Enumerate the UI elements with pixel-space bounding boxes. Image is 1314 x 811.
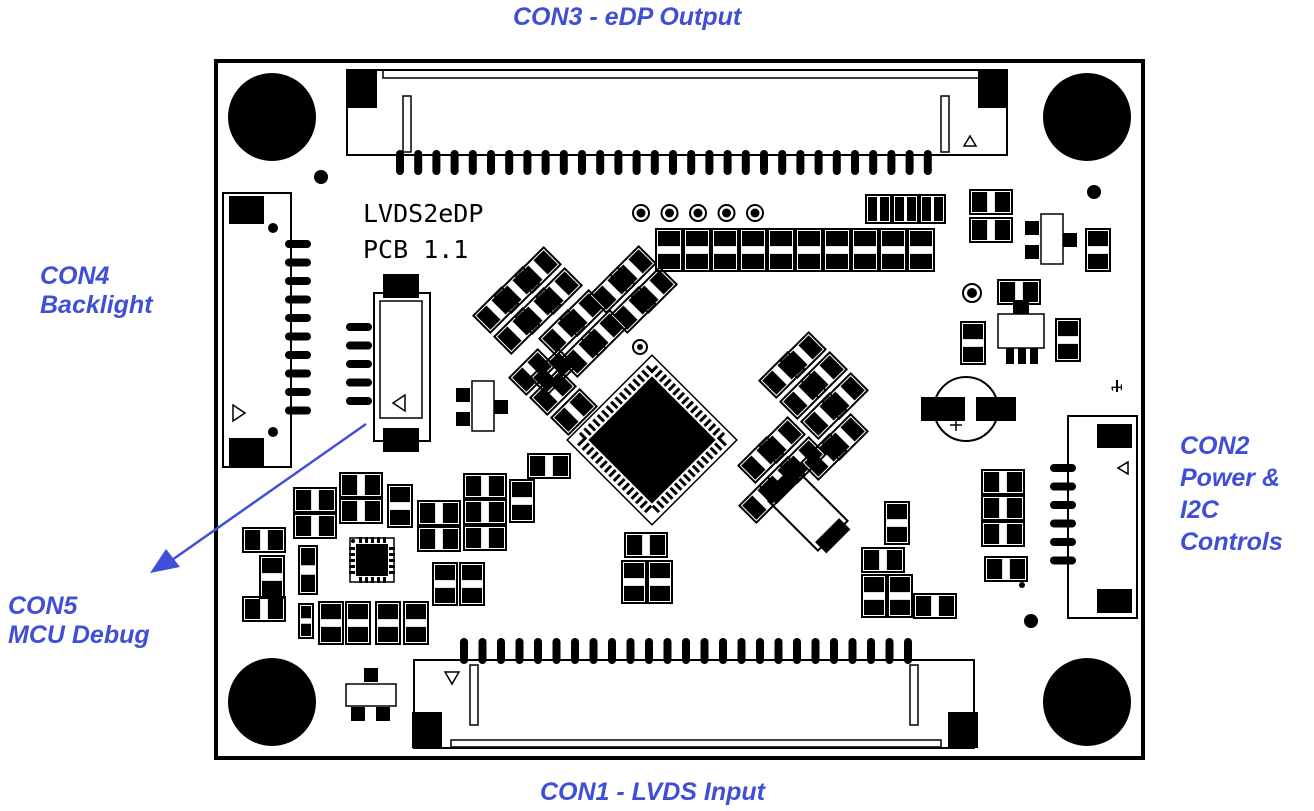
- con1-label: CON1 - LVDS Input: [540, 778, 765, 806]
- con1-connector: [412, 638, 978, 749]
- fiducial-dots: [314, 170, 1101, 628]
- con3-label: CON3 - eDP Output: [513, 3, 742, 31]
- ic-pin1-dot: [632, 339, 648, 355]
- mounting-holes: [228, 73, 1131, 746]
- con5-arrow: [150, 422, 367, 573]
- con2-label-line3: I2C: [1180, 496, 1219, 524]
- con2-label-line1: CON2: [1180, 432, 1250, 460]
- con2-label: CON2 Power & I2C Controls: [1180, 430, 1283, 558]
- main-ic: [566, 354, 738, 526]
- con2-label-line2: Power &: [1180, 464, 1281, 492]
- con4-connector: [222, 192, 311, 468]
- con2-label-line4: Controls: [1180, 528, 1283, 556]
- con5-label-line1: CON5: [8, 592, 78, 620]
- con4-label-line2: Backlight: [40, 291, 153, 319]
- board-name-text: LVDS2eDP: [363, 199, 483, 228]
- passive-components: [242, 189, 1111, 645]
- qfn-ic: [349, 537, 395, 583]
- con4-label: CON4 Backlight: [40, 262, 153, 320]
- pcb-revision-text: PCB 1.1: [363, 235, 468, 264]
- electrolytic-capacitor: [921, 376, 1016, 442]
- test-points: [632, 204, 764, 222]
- con5-label: CON5 MCU Debug: [8, 592, 150, 650]
- pin1-marker: 1: [1110, 383, 1126, 392]
- con2-connector: [1050, 380, 1138, 619]
- con5-connector: [346, 274, 431, 452]
- sot23-parts: [345, 213, 1077, 721]
- con5-label-line2: MCU Debug: [8, 621, 150, 649]
- con4-label-line1: CON4: [40, 262, 110, 290]
- con3-connector: [346, 69, 1008, 175]
